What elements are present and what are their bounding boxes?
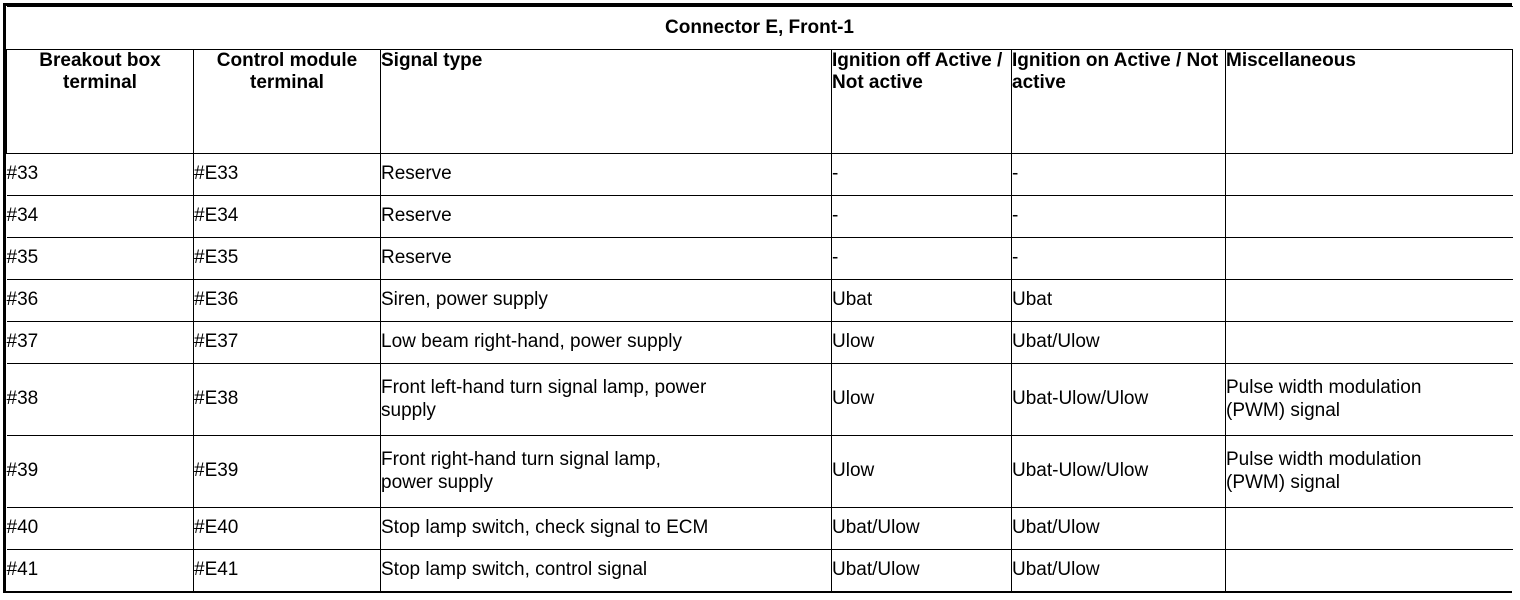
cell-signal-type: Stop lamp switch, control signal — [380, 549, 832, 591]
cell-ignition-on: Ubat/Ulow — [1011, 549, 1226, 591]
cell-miscellaneous — [1224, 237, 1513, 280]
cell-ignition-on: Ubat-Ulow/Ulow — [1011, 363, 1226, 436]
cell-signal-type: Reserve — [380, 153, 832, 196]
cell-breakout-terminal: #39 — [6, 435, 194, 508]
cell-ignition-on: Ubat — [1011, 279, 1226, 322]
cell-signal-type: Reserve — [380, 195, 832, 238]
cell-signal-type: Front left-hand turn signal lamp, power … — [380, 363, 832, 436]
cell-ignition-off: Ulow — [831, 435, 1012, 508]
column-header-ignition-off: Ignition off Active / Not active — [831, 49, 1012, 154]
cell-ignition-on: Ubat-Ulow/Ulow — [1011, 435, 1226, 508]
cell-signal-type: Low beam right-hand, power supply — [380, 321, 832, 364]
cell-module-terminal: #E36 — [193, 279, 381, 322]
table-header: Connector E, Front-1 Breakout box termin… — [6, 6, 1514, 154]
cell-miscellaneous — [1224, 153, 1513, 196]
cell-module-terminal: #E35 — [193, 237, 381, 280]
cell-breakout-terminal: #36 — [6, 279, 194, 322]
cell-miscellaneous — [1224, 507, 1513, 550]
cell-ignition-on: - — [1011, 237, 1226, 280]
table-title: Connector E, Front-1 — [6, 6, 1513, 50]
cell-module-terminal: #E41 — [193, 549, 381, 591]
cell-ignition-off: - — [831, 195, 1012, 238]
cell-module-terminal: #E40 — [193, 507, 381, 550]
cell-breakout-terminal: #38 — [6, 363, 194, 436]
cell-module-terminal: #E39 — [193, 435, 381, 508]
cell-module-terminal: #E38 — [193, 363, 381, 436]
column-header-miscellaneous: Miscellaneous — [1224, 49, 1514, 154]
cell-ignition-on: Ubat/Ulow — [1011, 321, 1226, 364]
column-header-ignition-on: Ignition on Active / Not active — [1011, 49, 1226, 154]
cell-miscellaneous — [1224, 279, 1513, 322]
cell-ignition-off: - — [831, 153, 1012, 196]
cell-ignition-off: Ulow — [831, 321, 1012, 364]
connector-signal-table: Connector E, Front-1 Breakout box termin… — [6, 6, 1514, 591]
cell-module-terminal: #E34 — [193, 195, 381, 238]
cell-ignition-off: Ubat/Ulow — [831, 507, 1012, 550]
cell-breakout-terminal: #35 — [6, 237, 194, 280]
column-header-control-module-terminal: Control module terminal — [193, 49, 381, 154]
cell-signal-type: Front right-hand turn signal lamp, power… — [380, 435, 832, 508]
cell-ignition-off: Ubat — [831, 279, 1012, 322]
column-header-breakout-box-terminal: Breakout box terminal — [6, 49, 194, 154]
column-header-signal-type: Signal type — [380, 49, 832, 154]
cell-miscellaneous — [1224, 195, 1513, 238]
cell-signal-type: Stop lamp switch, check signal to ECM — [380, 507, 832, 550]
connector-table-container: Connector E, Front-1 Breakout box termin… — [3, 3, 1514, 593]
cell-miscellaneous: Pulse width modulation (PWM) signal — [1224, 363, 1513, 436]
cell-miscellaneous — [1224, 549, 1513, 591]
cell-miscellaneous — [1224, 321, 1513, 364]
cell-ignition-off: - — [831, 237, 1012, 280]
cell-breakout-terminal: #40 — [6, 507, 194, 550]
cell-module-terminal: #E37 — [193, 321, 381, 364]
cell-ignition-off: Ulow — [831, 363, 1012, 436]
cell-breakout-terminal: #33 — [6, 153, 194, 196]
cell-module-terminal: #E33 — [193, 153, 381, 196]
cell-ignition-on: Ubat/Ulow — [1011, 507, 1226, 550]
cell-signal-type: Reserve — [380, 237, 832, 280]
table-title-row: Connector E, Front-1 — [6, 6, 1513, 50]
cell-ignition-off: Ubat/Ulow — [831, 549, 1012, 591]
cell-ignition-on: - — [1011, 195, 1226, 238]
cell-ignition-on: - — [1011, 153, 1226, 196]
cell-breakout-terminal: #41 — [6, 549, 194, 591]
cell-miscellaneous: Pulse width modulation (PWM) signal — [1224, 435, 1513, 508]
column-header-row: Breakout box terminal Control module ter… — [6, 49, 1514, 154]
cell-breakout-terminal: #37 — [6, 321, 194, 364]
cell-signal-type: Siren, power supply — [380, 279, 832, 322]
cell-breakout-terminal: #34 — [6, 195, 194, 238]
